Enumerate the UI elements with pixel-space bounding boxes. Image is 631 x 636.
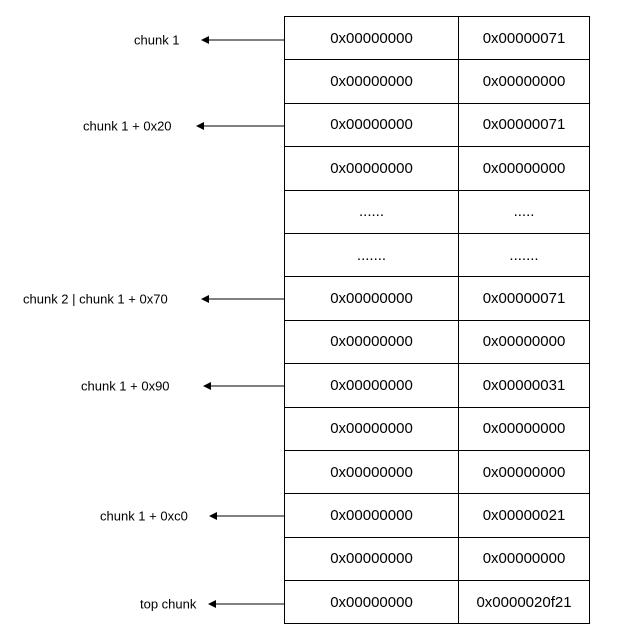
label-chunk-1-plus-0xc0: chunk 1 + 0xc0	[100, 508, 188, 524]
memory-row: ...........	[284, 190, 590, 234]
memory-cell-left: 0x00000000	[284, 537, 459, 581]
label-chunk-1-plus-0x90: chunk 1 + 0x90	[81, 378, 170, 394]
memory-cell-left: 0x00000000	[284, 407, 459, 450]
memory-cell-left: 0x00000000	[284, 450, 459, 494]
memory-cell-right: 0x00000071	[459, 277, 590, 320]
memory-cell-right: 0x00000071	[459, 17, 590, 60]
memory-cell-right: 0x00000031	[459, 364, 590, 407]
memory-cell-right: 0x00000021	[459, 494, 590, 537]
memory-cell-right: 0x00000000	[459, 60, 590, 103]
memory-cell-left: 0x00000000	[284, 147, 459, 190]
label-top-chunk: top chunk	[140, 596, 197, 612]
memory-cell-right: 0x00000000	[459, 320, 590, 364]
memory-cell-right: 0x00000000	[459, 147, 590, 190]
memory-cell-left: .......	[284, 233, 459, 277]
label-chunk-2-chunk-1-plus-0x70: chunk 2 | chunk 1 + 0x70	[23, 291, 168, 307]
memory-cell-right: .......	[459, 233, 590, 277]
memory-cell-left: 0x00000000	[284, 277, 459, 320]
memory-cell-left: 0x00000000	[284, 581, 459, 624]
memory-cell-left: 0x00000000	[284, 364, 459, 407]
memory-cell-left: ......	[284, 190, 459, 233]
memory-cell-right: 0x00000071	[459, 103, 590, 147]
memory-row: ..............	[284, 233, 590, 278]
memory-cell-right: 0x00000000	[459, 407, 590, 450]
memory-cell-right: 0x00000000	[459, 537, 590, 581]
memory-cell-right: 0x0000020f21	[459, 581, 590, 624]
label-chunk-1-plus-0x20: chunk 1 + 0x20	[83, 118, 172, 134]
memory-cell-left: 0x00000000	[284, 320, 459, 364]
memory-cell-right: .....	[459, 190, 590, 233]
memory-cell-left: 0x00000000	[284, 60, 459, 103]
memory-cell-left: 0x00000000	[284, 17, 459, 60]
memory-cell-left: 0x00000000	[284, 494, 459, 537]
memory-cell-right: 0x00000000	[459, 450, 590, 494]
memory-cell-left: 0x00000000	[284, 103, 459, 147]
label-chunk-1: chunk 1	[134, 32, 180, 48]
